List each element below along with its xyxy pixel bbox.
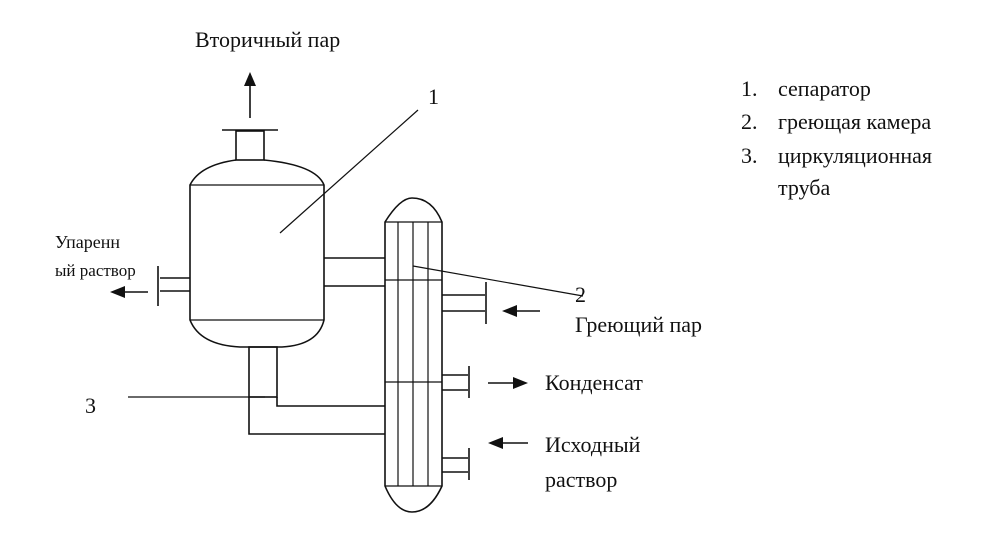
heating-chamber bbox=[384, 197, 443, 513]
leader-line-2 bbox=[412, 265, 584, 297]
heating-steam-arrow bbox=[502, 305, 540, 317]
initial-solution-arrow bbox=[488, 437, 528, 449]
evaporated-solution-arrow bbox=[110, 286, 148, 298]
circulation-pipe bbox=[248, 346, 385, 435]
leader-line-1 bbox=[279, 109, 419, 234]
legend-text-1: сепаратор bbox=[778, 76, 871, 101]
legend-num-3: 3. bbox=[741, 143, 758, 168]
condensate-label: Конденсат bbox=[545, 370, 643, 395]
condensate-arrow bbox=[488, 377, 528, 389]
callout-1: 1 bbox=[428, 84, 439, 109]
callout-3: 3 bbox=[85, 393, 96, 418]
legend-text-2: греющая камера bbox=[778, 109, 931, 134]
secondary-steam-arrow bbox=[244, 72, 256, 118]
vapor-connection-pipe bbox=[324, 257, 385, 287]
evaporated-solution-label-line1: Упаренн bbox=[55, 232, 120, 252]
initial-solution-label-line1: Исходный bbox=[545, 432, 641, 457]
legend-text-3: циркуляционная bbox=[778, 143, 932, 168]
legend-num-1: 1. bbox=[741, 76, 758, 101]
initial-solution-label-line2: раствор bbox=[545, 467, 617, 492]
separator-vessel bbox=[189, 129, 325, 348]
legend-text-3b: труба bbox=[778, 175, 830, 200]
callout-2: 2 bbox=[575, 282, 586, 307]
heating-steam-label: Греющий пар bbox=[575, 312, 702, 337]
evaporated-solution-outlet bbox=[157, 266, 190, 306]
heating-steam-nozzle bbox=[442, 282, 487, 324]
evaporated-solution-label-line2: ый раствор bbox=[55, 261, 136, 280]
legend-num-2: 2. bbox=[741, 109, 758, 134]
secondary-steam-label: Вторичный пар bbox=[195, 27, 340, 52]
condensate-nozzle bbox=[442, 366, 470, 398]
initial-solution-nozzle bbox=[442, 448, 470, 480]
legend: 1. сепаратор 2. греющая камера 3. циркул… bbox=[741, 76, 932, 200]
